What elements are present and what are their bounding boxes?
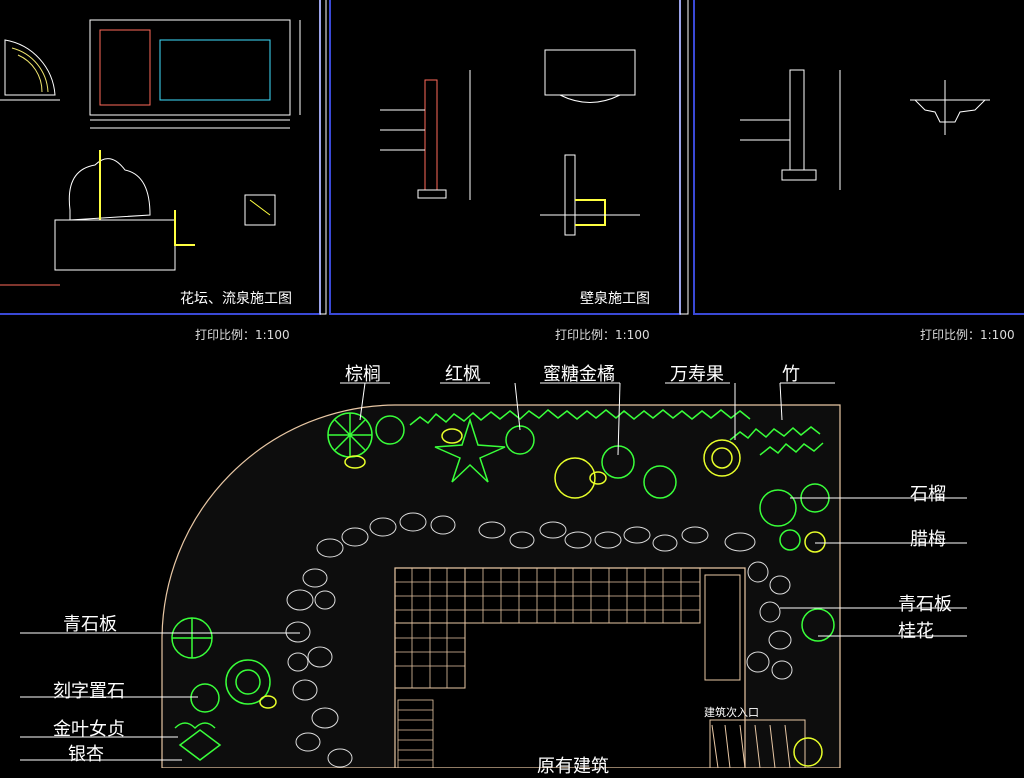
label-kumquat: 蜜糖金橘 xyxy=(543,364,615,385)
sheet-frame-3 xyxy=(693,0,1024,315)
sheet-scale-3: 打印比例：1:100 xyxy=(920,328,1015,342)
label-palm: 棕榈 xyxy=(345,364,381,385)
sheet-scale-1: 打印比例：1:100 xyxy=(195,328,290,342)
label-bluestone-left: 青石板 xyxy=(63,614,117,635)
label-osmanthus: 桂花 xyxy=(898,621,934,642)
label-engraved-stone: 刻字置石 xyxy=(53,681,125,702)
label-pomegranate: 石榴 xyxy=(910,484,946,505)
stepping-stones xyxy=(285,512,793,768)
label-bluestone-right: 青石板 xyxy=(898,594,952,615)
label-papaya: 万寿果 xyxy=(670,364,724,385)
label-wintersweet: 腊梅 xyxy=(910,529,946,550)
leader-lines xyxy=(20,382,967,761)
sheet3-details xyxy=(740,69,990,190)
label-ginkgo: 银杏 xyxy=(68,744,104,765)
label-building-entrance: 建筑次入口 xyxy=(704,706,759,719)
sheet-frame-2 xyxy=(329,0,681,315)
existing-building xyxy=(394,567,806,768)
paving-grid xyxy=(395,568,700,768)
plants xyxy=(171,412,835,767)
sheet-title-1: 花坛、流泉施工图 xyxy=(180,291,292,307)
sheet-title-2: 壁泉施工图 xyxy=(580,291,650,307)
label-bamboo: 竹 xyxy=(782,364,800,385)
sheet2-details xyxy=(380,49,640,236)
sheet1-details xyxy=(0,19,301,286)
label-red-maple: 红枫 xyxy=(445,364,481,385)
sheet-scale-2: 打印比例：1:100 xyxy=(555,328,650,342)
label-existing-building: 原有建筑 xyxy=(537,756,609,777)
sheet-frames xyxy=(0,0,1024,315)
bamboo-hedge xyxy=(409,409,824,456)
label-golden-privet: 金叶女贞 xyxy=(53,719,125,740)
